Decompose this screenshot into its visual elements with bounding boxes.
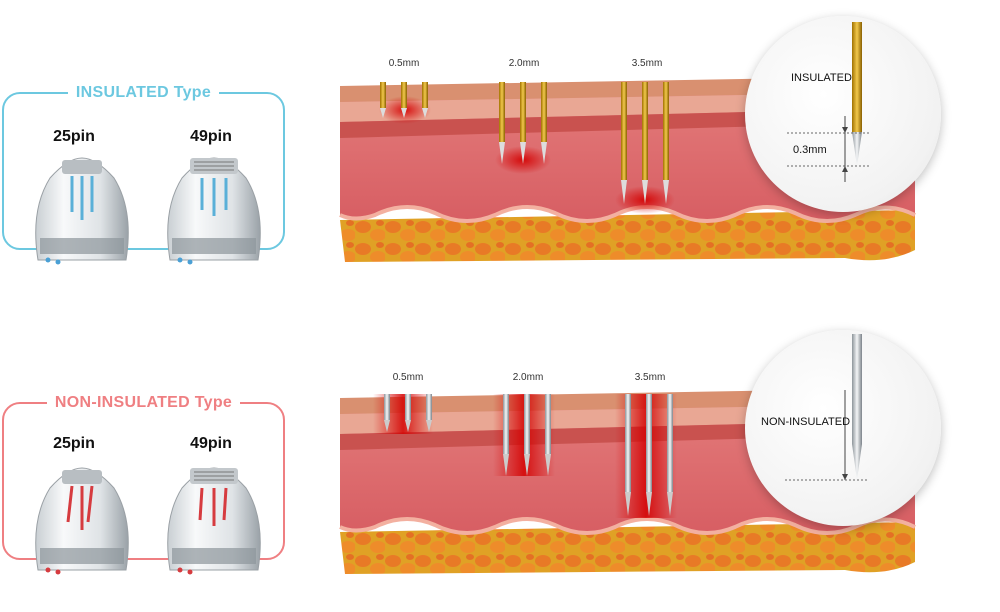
non-insulated-section: NON-INSULATED Type 25pin 49pin <box>0 312 1000 612</box>
non-insulated-49pin-label: 49pin <box>190 435 232 452</box>
insulated-25pin-cartridge <box>35 157 129 265</box>
insulated-25pin-label: 25pin <box>53 128 95 145</box>
non-insulated-title-text: NON-INSULATED Type <box>46 394 241 411</box>
insulated-needles-0.5mm <box>380 82 428 118</box>
insulated-zoom-label: INSULATED <box>791 72 852 84</box>
insulated-zoom-circle: INSULATED 0.3mm <box>745 16 941 212</box>
insulated-title-text: INSULATED Type <box>67 84 220 101</box>
insulated-zoom-measure: 0.3mm <box>793 144 827 156</box>
non-insulated-depth-3.5mm: 3.5mm <box>634 372 666 383</box>
insulated-type-title: INSULATED Type <box>0 84 287 102</box>
insulated-depth-3.5mm: 3.5mm <box>631 58 663 69</box>
non-insulated-zoom-label: NON-INSULATED <box>761 416 851 428</box>
non-insulated-needles-2.0mm <box>503 394 551 476</box>
non-insulated-depth-2.0mm: 2.0mm <box>512 372 544 383</box>
non-insulated-25pin-cartridge <box>35 467 129 575</box>
insulated-49pin-cartridge <box>167 157 261 265</box>
non-insulated-needles-3.5mm <box>625 394 673 516</box>
non-insulated-type-title: NON-INSULATED Type <box>0 394 287 412</box>
non-insulated-depth-0.5mm: 0.5mm <box>392 372 424 383</box>
non-insulated-49pin-cartridge <box>167 467 261 575</box>
non-insulated-25pin-label: 25pin <box>53 435 95 452</box>
insulated-needles-3.5mm <box>621 82 669 204</box>
insulated-depth-0.5mm: 0.5mm <box>388 58 420 69</box>
insulated-49pin-label: 49pin <box>190 128 232 145</box>
insulated-needles-2.0mm <box>499 82 547 164</box>
non-insulated-needles-0.5mm <box>384 394 432 432</box>
insulated-depth-2.0mm: 2.0mm <box>508 58 540 69</box>
non-insulated-zoom-circle: NON-INSULATED <box>745 330 941 526</box>
insulated-section: INSULATED Type 25pin 49pin <box>0 0 1000 300</box>
